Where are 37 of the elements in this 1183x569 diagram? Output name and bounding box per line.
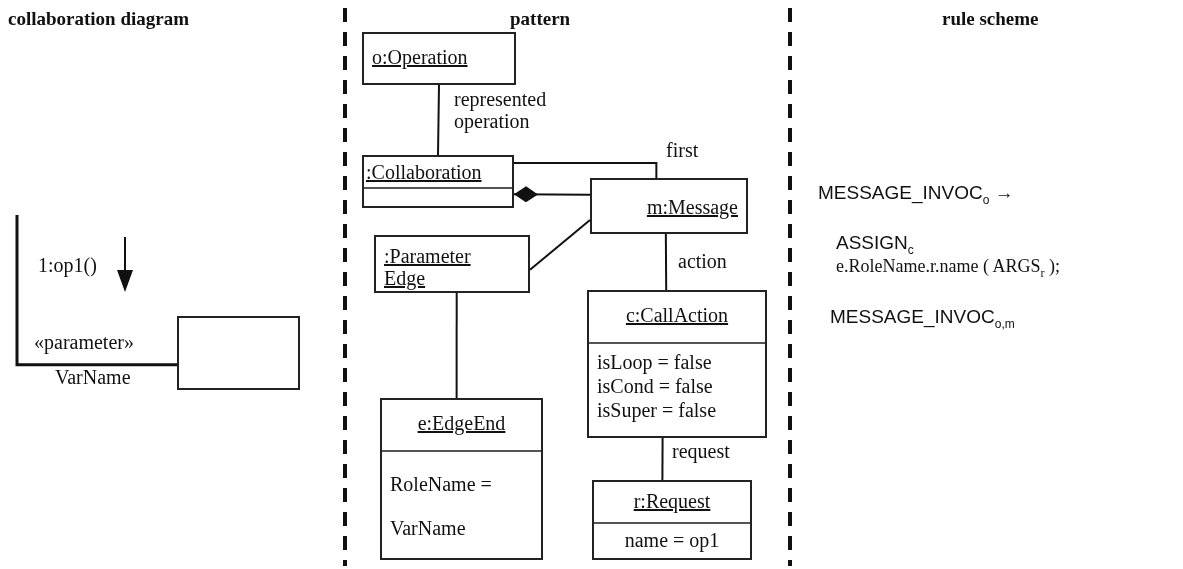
rule-text: MESSAGE_INVOC$_{o}$ → bbox=[818, 182, 1014, 207]
attribute-text: name = op1 bbox=[623, 528, 721, 552]
association-line bbox=[664, 233, 668, 291]
object-box bbox=[587, 290, 767, 438]
association-line bbox=[529, 219, 591, 271]
association-line bbox=[455, 292, 458, 399]
object-name: c:CallAction bbox=[624, 303, 730, 328]
association-line bbox=[15, 215, 177, 367]
column-heading: collaboration diagram bbox=[8, 8, 190, 30]
message-label: 1:op1() bbox=[38, 254, 97, 277]
rule-text: e.RoleName.r.name ( ARGS$_{r}$ ); bbox=[836, 256, 1060, 281]
association-line bbox=[513, 161, 658, 179]
object-name: m:Message bbox=[645, 195, 739, 221]
rule-text: MESSAGE_INVOC$_{o,m}$ bbox=[830, 306, 1015, 331]
object-box bbox=[362, 32, 516, 85]
attribute-text: RoleName = VarName bbox=[389, 472, 493, 541]
object-name: :Collaboration bbox=[365, 160, 483, 185]
object-name: :Parameter Edge bbox=[383, 244, 472, 292]
parameter-box bbox=[177, 316, 300, 390]
association-line bbox=[437, 84, 440, 156]
attribute-text: isLoop = false bbox=[596, 350, 713, 374]
attribute-text: isSuper = false bbox=[596, 398, 718, 422]
composition-line bbox=[513, 186, 591, 203]
object-box bbox=[374, 235, 530, 293]
object-box bbox=[590, 178, 748, 234]
rule-text: ASSIGN$_{c}$ bbox=[836, 232, 914, 257]
association-line bbox=[661, 437, 664, 481]
object-name: e:EdgeEnd bbox=[416, 411, 507, 437]
object-box bbox=[380, 398, 543, 560]
attribute-text: isCond = false bbox=[596, 374, 714, 398]
object-name: o:Operation bbox=[371, 45, 469, 71]
role-name: VarName bbox=[55, 366, 131, 389]
object-box bbox=[362, 155, 514, 208]
column-heading: rule scheme bbox=[942, 8, 1039, 30]
object-name: r:Request bbox=[632, 489, 712, 515]
object-box bbox=[592, 480, 752, 560]
column-heading: pattern bbox=[510, 8, 571, 30]
